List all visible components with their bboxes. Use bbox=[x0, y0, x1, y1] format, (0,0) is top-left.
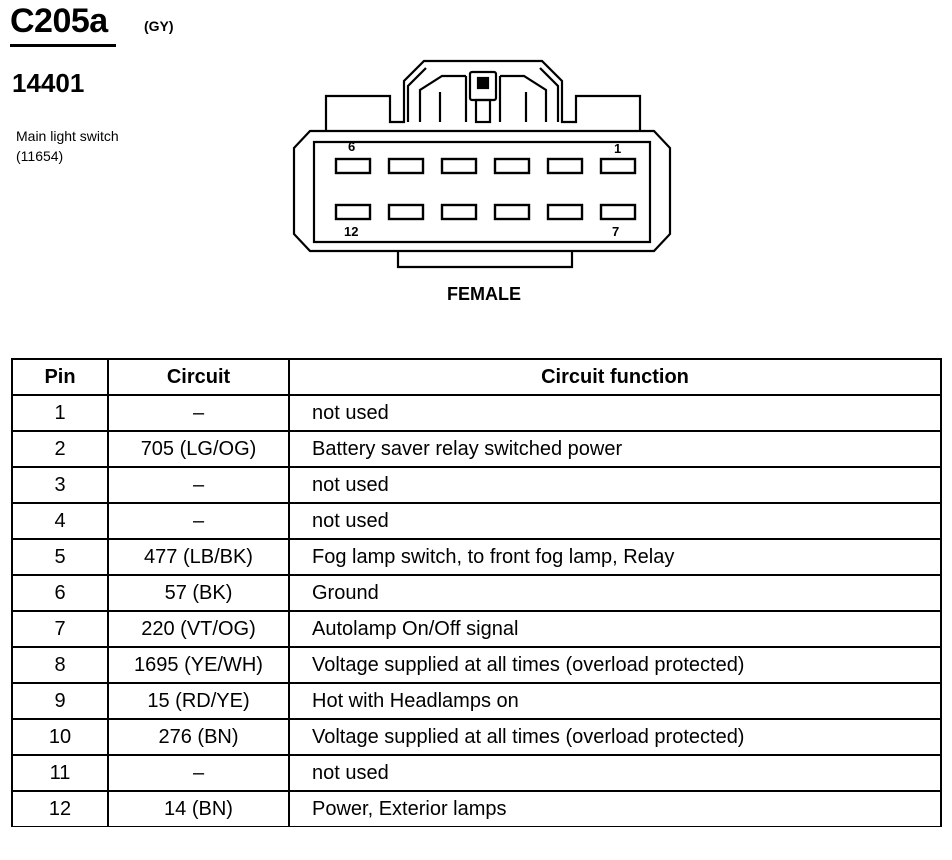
terminal-row-top bbox=[334, 157, 637, 175]
gender-label: FEMALE bbox=[447, 284, 521, 304]
cell-pin: 11 bbox=[11, 754, 109, 792]
cell-pin: 9 bbox=[11, 682, 109, 720]
cell-pin: 7 bbox=[11, 610, 109, 648]
cell-function: not used bbox=[288, 466, 942, 504]
cell-circuit: – bbox=[107, 502, 290, 540]
component-name: Main light switch bbox=[16, 128, 119, 144]
cell-circuit: 276 (BN) bbox=[107, 718, 290, 756]
latch-arm-left bbox=[418, 74, 466, 122]
table-row: 3–not used bbox=[11, 466, 942, 504]
cell-circuit: 1695 (YE/WH) bbox=[107, 646, 290, 684]
connector-body bbox=[292, 129, 672, 253]
cell-circuit: 705 (LG/OG) bbox=[107, 430, 290, 468]
cell-circuit: 57 (BK) bbox=[107, 574, 290, 612]
title-underline bbox=[10, 44, 116, 47]
cell-function: not used bbox=[288, 394, 942, 432]
table-row: 1–not used bbox=[11, 394, 942, 432]
cell-function: Battery saver relay switched power bbox=[288, 430, 942, 468]
cell-circuit: 220 (VT/OG) bbox=[107, 610, 290, 648]
component-description: Main light switch (11654) bbox=[16, 126, 119, 166]
component-code: (11654) bbox=[16, 148, 64, 164]
cell-pin: 8 bbox=[11, 646, 109, 684]
cell-function: Fog lamp switch, to front fog lamp, Rela… bbox=[288, 538, 942, 576]
header-pin: Pin bbox=[11, 358, 109, 396]
pin-label-6: 6 bbox=[348, 139, 355, 154]
connector-id: C205a bbox=[10, 2, 108, 40]
latch-inner-left bbox=[406, 67, 427, 122]
cell-function: Voltage supplied at all times (overload … bbox=[288, 646, 942, 684]
cell-circuit: 14 (BN) bbox=[107, 790, 290, 827]
cell-function: Ground bbox=[288, 574, 942, 612]
cell-pin: 6 bbox=[11, 574, 109, 612]
cell-function: Voltage supplied at all times (overload … bbox=[288, 718, 942, 756]
locking-tab-inner bbox=[474, 98, 492, 124]
cell-pin: 1 bbox=[11, 394, 109, 432]
cell-pin: 12 bbox=[11, 790, 109, 827]
header-circuit-function: Circuit function bbox=[288, 358, 942, 396]
cell-pin: 4 bbox=[11, 502, 109, 540]
cell-circuit: – bbox=[107, 754, 290, 792]
latch-outline bbox=[324, 59, 642, 131]
cell-pin: 10 bbox=[11, 718, 109, 756]
cell-pin: 2 bbox=[11, 430, 109, 468]
cell-circuit: – bbox=[107, 394, 290, 432]
cell-function: not used bbox=[288, 754, 942, 792]
connector-face-diagram: 6 1 12 7 bbox=[292, 59, 672, 269]
latch-inner-right bbox=[539, 67, 560, 122]
cell-pin: 5 bbox=[11, 538, 109, 576]
table-header-row: Pin Circuit Circuit function bbox=[11, 358, 942, 396]
pin-label-1: 1 bbox=[614, 141, 621, 156]
pin-label-12: 12 bbox=[344, 224, 358, 239]
table-row: 4–not used bbox=[11, 502, 942, 540]
header-circuit: Circuit bbox=[107, 358, 290, 396]
pin-label-7: 7 bbox=[612, 224, 619, 239]
cell-function: Power, Exterior lamps bbox=[288, 790, 942, 827]
cell-pin: 3 bbox=[11, 466, 109, 504]
table-row: 11–not used bbox=[11, 754, 942, 792]
terminal-row-bottom bbox=[334, 203, 637, 221]
cell-function: not used bbox=[288, 502, 942, 540]
bottom-key bbox=[396, 251, 574, 269]
cell-function: Autolamp On/Off signal bbox=[288, 610, 942, 648]
cell-circuit: 15 (RD/YE) bbox=[107, 682, 290, 720]
connector-cavity bbox=[312, 140, 652, 244]
color-code: (GY) bbox=[144, 18, 174, 34]
cell-circuit: 477 (LB/BK) bbox=[107, 538, 290, 576]
latch-arm-right bbox=[500, 74, 548, 122]
part-number: 14401 bbox=[12, 68, 85, 98]
cell-function: Hot with Headlamps on bbox=[288, 682, 942, 720]
cell-circuit: – bbox=[107, 466, 290, 504]
